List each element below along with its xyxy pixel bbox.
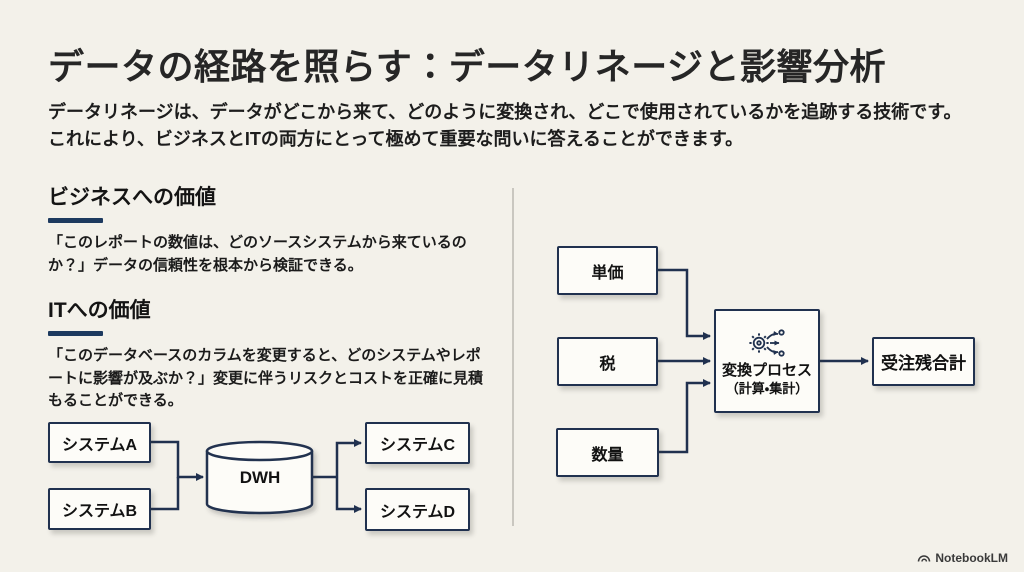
section-business-heading: ビジネスへの価値 <box>48 186 216 209</box>
section-it-value: ITへの価値 「このデータベースのカラムを変更すると、どのシステムやレポートに影… <box>48 294 486 413</box>
node-tax: 税 <box>557 337 658 386</box>
node-system-b: システムB <box>48 488 151 530</box>
process-sublabel: （計算・集計） <box>725 381 809 397</box>
section-it-body: 「このデータベースのカラムを変更すると、どのシステムやレポートに影響が及ぶか？」… <box>48 347 484 409</box>
node-order-backlog-total: 受注残合計 <box>872 337 975 386</box>
intro-paragraph: データリネージは、データがどこから来て、どのように変換され、どこで使用されている… <box>48 102 962 149</box>
section-business-value: ビジネスへの価値 「このレポートの数値は、どのソースシステムから来ているのか？」… <box>48 181 486 277</box>
section-business-body: 「このレポートの数値は、どのソースシステムから来ているのか？」データの信頼性を根… <box>48 234 467 274</box>
notebooklm-logo-icon <box>918 555 931 562</box>
node-system-c: システムC <box>365 422 470 464</box>
node-quantity: 数量 <box>556 428 659 477</box>
accent-underline <box>48 331 103 336</box>
gear-transform-icon <box>749 328 785 357</box>
dwh-label: DWH <box>239 468 281 487</box>
footer-brand-label: NotebookLM <box>935 551 1008 565</box>
accent-underline <box>48 218 103 223</box>
vertical-divider <box>512 188 514 526</box>
node-system-d: システムD <box>365 488 470 531</box>
process-label: 変換プロセス <box>721 361 812 379</box>
page-title: データの経路を照らす：データリネージと影響分析 <box>48 46 887 87</box>
node-system-a: システムA <box>48 422 151 463</box>
section-it-heading: ITへの価値 <box>48 299 151 322</box>
node-transform-process: 変換プロセス （計算・集計） <box>714 309 820 413</box>
footer-brand: NotebookLM <box>917 551 1008 565</box>
node-unit-price: 単価 <box>557 246 658 295</box>
